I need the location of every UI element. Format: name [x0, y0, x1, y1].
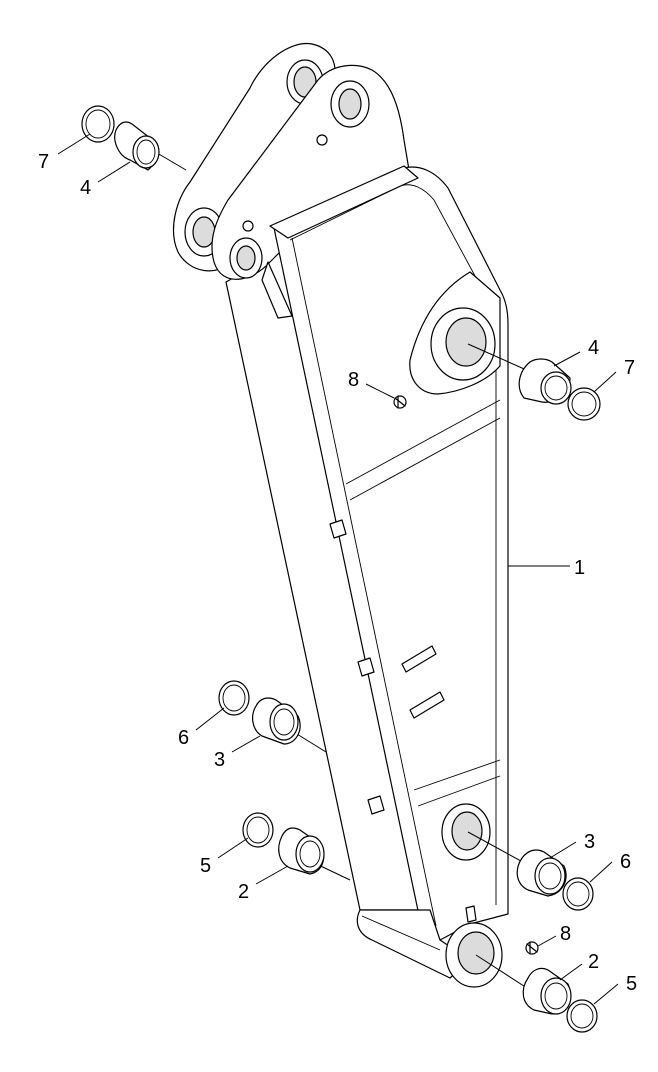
callout-8-lower: 8 — [560, 923, 571, 945]
ring-6-right — [562, 877, 594, 911]
callout-2-right: 2 — [588, 951, 599, 973]
arm-top-cap — [269, 165, 419, 239]
callout-8-upper: 8 — [348, 369, 359, 391]
callout-3-right: 3 — [584, 831, 595, 853]
callout-2-left: 2 — [238, 881, 249, 903]
hose-clamp-upper — [401, 645, 437, 673]
callout-7-top: 7 — [38, 151, 49, 173]
callout-6-right: 6 — [620, 851, 631, 873]
arm-face-left-edge — [291, 237, 437, 927]
callout-labels: 7 4 8 4 7 1 6 3 5 2 3 6 8 2 5 — [38, 151, 637, 995]
callout-6-left: 6 — [178, 727, 189, 749]
callout-leaders — [57, 133, 619, 1005]
bracket-bolt-top — [316, 134, 328, 146]
face-clip-1 — [329, 519, 347, 539]
callout-1: 1 — [574, 557, 585, 579]
front-bracket-top-hole-inner — [338, 88, 362, 120]
callout-5-left: 5 — [200, 855, 211, 877]
grease-nipple-8-lower — [525, 941, 539, 955]
arm-body — [172, 42, 509, 988]
ring-7-top — [81, 105, 115, 143]
front-bracket-bottom-hole-inner — [236, 245, 256, 271]
callout-4-right: 4 — [588, 337, 599, 359]
ring-7-right — [567, 387, 601, 421]
bracket-hook-lug — [261, 261, 293, 319]
grease-nipple-8-upper — [393, 395, 407, 409]
stiffener-band-lower — [413, 759, 501, 807]
stiffener-band-upper — [345, 399, 501, 501]
ring-6-left — [218, 680, 250, 716]
arm-bottom-nose-edge — [361, 915, 441, 951]
callout-3-left: 3 — [214, 749, 225, 771]
callout-7-right: 7 — [624, 357, 635, 379]
lower-boss-bore — [451, 811, 483, 851]
face-clip-2 — [357, 657, 375, 677]
bushings — [81, 105, 601, 1033]
upper-boss-bore — [445, 317, 487, 367]
ring-5-right — [566, 999, 598, 1033]
ring-5-left — [242, 812, 274, 848]
callout-4-top: 4 — [80, 177, 91, 199]
lower-tab — [465, 905, 477, 923]
face-clip-3 — [367, 795, 385, 815]
bracket-bolt-bottom — [242, 220, 254, 232]
hose-clamp-lower — [409, 691, 445, 719]
callout-5-right: 5 — [626, 973, 637, 995]
end-boss-bore — [457, 931, 495, 975]
